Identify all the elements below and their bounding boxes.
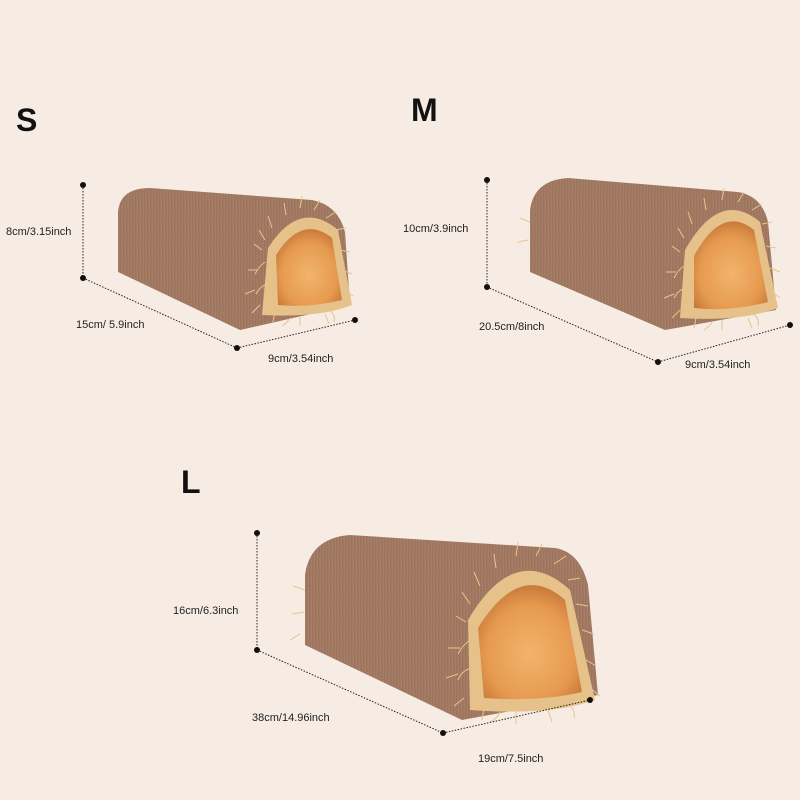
dimension-lines-medium — [486, 180, 791, 363]
dimension-dots-small — [80, 182, 358, 351]
large-length-label: 38cm/14.96inch — [252, 712, 330, 724]
size-letter-s: S — [16, 102, 38, 138]
dimension-dots-medium — [484, 177, 793, 365]
tunnel-medium — [517, 178, 781, 331]
small-height-label: 8cm/3.15inch — [6, 226, 72, 238]
size-letter-l: L — [181, 464, 201, 500]
size-letter-m: M — [411, 92, 438, 128]
medium-height-label: 10cm/3.9inch — [403, 223, 469, 235]
dimension-dots-large — [254, 530, 593, 736]
large-width-label: 19cm/7.5inch — [478, 753, 544, 765]
tunnel-large — [289, 535, 601, 724]
small-length-label: 15cm/ 5.9inch — [76, 319, 145, 331]
straw-fringe-medium — [517, 187, 781, 331]
straw-fringe-small — [244, 195, 354, 327]
straw-fringe-large — [289, 541, 601, 724]
tunnel-small — [118, 188, 354, 330]
large-height-label: 16cm/6.3inch — [173, 605, 239, 617]
small-width-label: 9cm/3.54inch — [268, 353, 334, 365]
medium-width-label: 9cm/3.54inch — [685, 359, 751, 371]
medium-length-label: 20.5cm/8inch — [479, 321, 545, 333]
dimension-lines-small — [82, 185, 356, 349]
dimension-lines-large — [256, 533, 591, 734]
